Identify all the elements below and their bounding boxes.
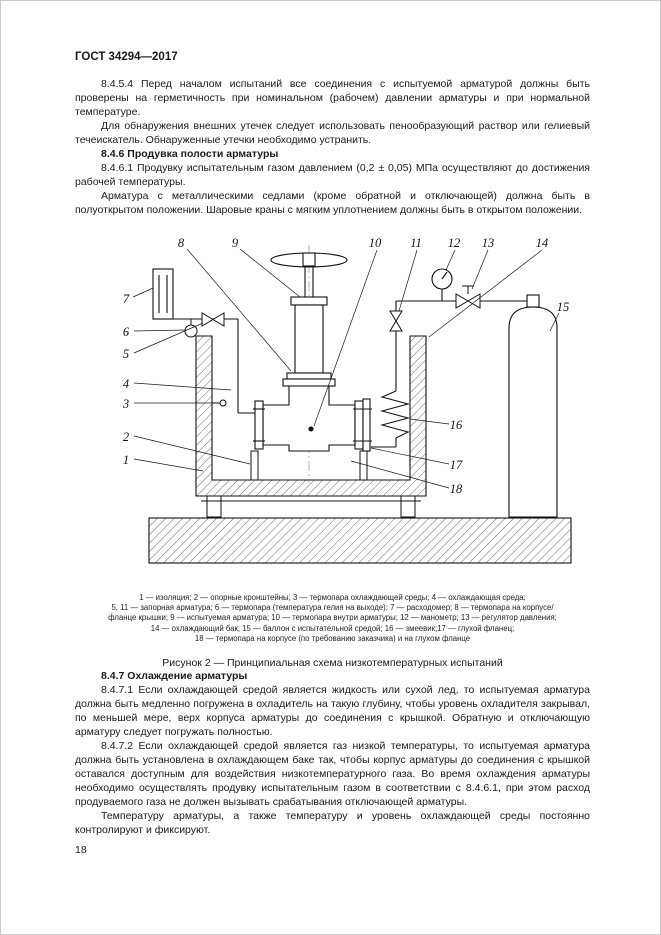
internal-thermocouple-point — [308, 426, 314, 432]
coil — [379, 390, 411, 439]
callout-16: 16 — [450, 418, 463, 432]
valve-body — [262, 385, 356, 452]
paragraph-leak-detection: Для обнаружения внешних утечек следует и… — [75, 120, 590, 146]
figure-2-diagram: 8 9 10 11 12 13 14 7 6 5 4 3 2 1 15 16 1 — [122, 236, 572, 564]
callout-numbers: 8 9 10 11 12 13 14 7 6 5 4 3 2 1 15 16 1 — [122, 236, 569, 496]
cylinder-valve — [526, 294, 540, 308]
paragraph-8472: 8.4.7.2 Если охлаждающей средой является… — [75, 740, 590, 809]
callout-6: 6 — [123, 325, 130, 339]
right-flange — [354, 400, 364, 450]
shutoff-valve-5 — [201, 312, 225, 327]
heading-846: 8.4.6 Продувка полости арматуры — [101, 148, 279, 160]
figure-2: 8 9 10 11 12 13 14 7 6 5 4 3 2 1 15 16 1 — [1, 233, 660, 583]
gas-cylinder — [508, 294, 558, 518]
figure-legend-line: 18 — термопара на корпусе (по требованию… — [194, 633, 471, 643]
bonnet-flange-lower — [282, 378, 336, 387]
callout-17: 17 — [450, 458, 463, 472]
tank-stand — [201, 495, 421, 518]
callout-8: 8 — [178, 236, 185, 250]
callout-leader-lines — [132, 248, 560, 489]
yoke-plate — [290, 296, 328, 306]
paragraph-valve-seats: Арматура с металлическими седлами (кроме… — [75, 190, 590, 216]
blind-flange — [362, 398, 371, 452]
handwheel-hub — [302, 252, 316, 267]
bonnet-flange-upper — [286, 372, 332, 380]
callout-1: 1 — [123, 453, 129, 467]
callout-5: 5 — [123, 347, 129, 361]
figure-legend-line: фланце крышки; 9 — испытуемая арматура; … — [108, 613, 557, 623]
callout-14: 14 — [536, 236, 549, 250]
callout-13: 13 — [482, 236, 495, 250]
callout-15: 15 — [557, 300, 570, 314]
figure-legend-line: 14 — охлаждающий бак; 15 — баллон с испы… — [150, 623, 515, 633]
callout-12: 12 — [448, 236, 461, 250]
page-number: 18 — [75, 844, 87, 856]
callout-10: 10 — [369, 236, 382, 250]
flow-meter — [152, 268, 174, 320]
paragraph-8454: 8.4.5.4 Перед началом испытаний все соед… — [75, 78, 590, 118]
page-content: ГОСТ 34294—2017 8.4.5.4 Перед началом ис… — [75, 51, 590, 837]
test-valve — [253, 252, 372, 452]
callout-9: 9 — [232, 236, 239, 250]
callout-4: 4 — [123, 377, 129, 391]
paragraph-temperature-control: Температуру арматуры, а также температур… — [75, 810, 590, 837]
paragraph-8471: 8.4.7.1 Если охлаждающей средой является… — [75, 684, 590, 739]
shutoff-valve-11 — [389, 310, 403, 332]
callout-7: 7 — [123, 292, 130, 306]
pressure-gauge — [431, 268, 453, 301]
paragraph-8461: 8.4.6.1 Продувку испытательным газом дав… — [75, 162, 590, 188]
figure-legend-line: 1 — изоляция; 2 — опорные кронштейны; 3 … — [139, 593, 526, 602]
figure-legend: 1 — изоляция; 2 — опорные кронштейны; 3 … — [75, 593, 590, 644]
pressure-regulator — [455, 285, 481, 309]
callout-3: 3 — [122, 397, 129, 411]
figure-caption: Рисунок 2 — Принципиальная схема низкоте… — [162, 657, 503, 670]
ground-hatch — [148, 517, 572, 564]
heading-847: 8.4.7 Охлаждение арматуры — [101, 670, 248, 683]
callout-2: 2 — [123, 430, 129, 444]
callout-18: 18 — [450, 482, 463, 496]
figure-legend-line: 5, 11 — запорная арматура; 6 — термопара… — [111, 603, 554, 613]
bonnet — [294, 304, 324, 374]
callout-11: 11 — [410, 236, 422, 250]
left-flange — [254, 400, 264, 450]
doc-number-header: ГОСТ 34294—2017 — [75, 51, 178, 63]
cooling-tank — [195, 335, 427, 497]
